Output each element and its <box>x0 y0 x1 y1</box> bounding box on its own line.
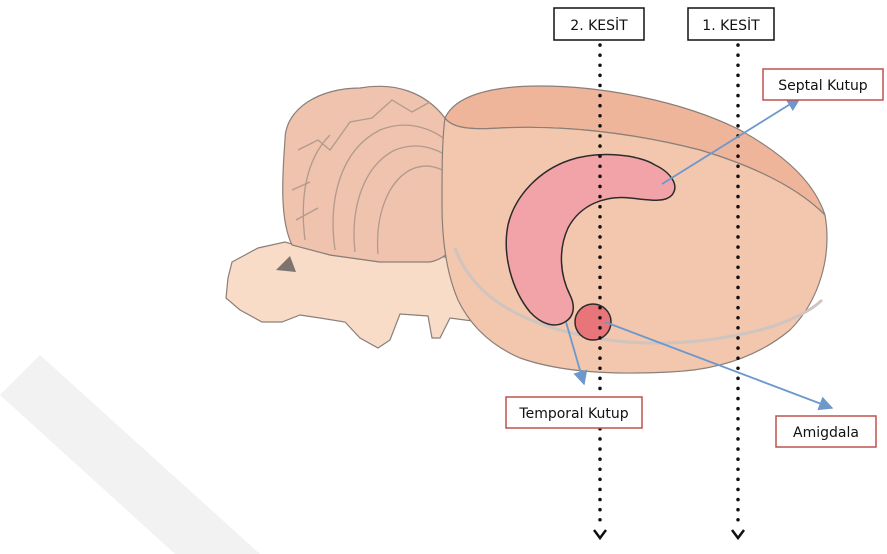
chevron-down-icon <box>594 530 606 538</box>
cerebellum <box>283 86 469 262</box>
kesit-1-label: 1. KESİT <box>702 16 760 34</box>
amigdala-label: Amigdala <box>793 425 859 441</box>
chevron-down-icon <box>732 530 744 538</box>
septal-label: Septal Kutup <box>778 78 868 94</box>
kesit-2-label: 2. KESİT <box>570 16 628 34</box>
watermark-stripe <box>0 355 260 554</box>
temporal-label: Temporal Kutup <box>518 406 628 422</box>
